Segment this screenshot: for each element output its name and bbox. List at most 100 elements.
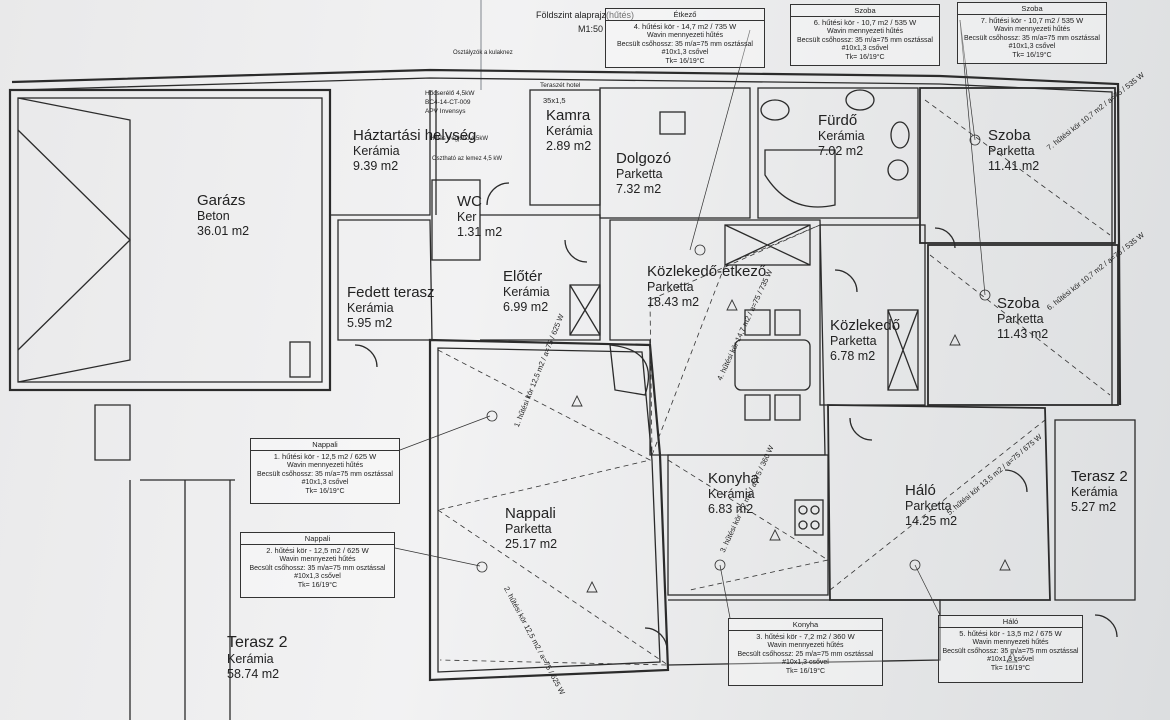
legend-line2: Becsült csőhossz: 35 m/a=75 mm osztással xyxy=(964,34,1100,42)
legend-line3: #10x1,3 csővel xyxy=(841,45,889,53)
room-kamra: Kamra Kerámia 2.89 m2 xyxy=(546,107,593,153)
room-material: Kerámia xyxy=(353,144,400,159)
room-area: 14.25 m2 xyxy=(905,513,958,528)
room-material: Kerámia xyxy=(347,301,394,316)
room-area: 58.74 m2 xyxy=(227,666,280,681)
room-fedett-terasz: Fedett terasz Kerámia 5.95 m2 xyxy=(347,284,435,330)
legend-circuit: 7. hűtési kör - 10,7 m2 / 535 W xyxy=(980,16,1084,26)
legend-line1: Wavin mennyezeti hűtés xyxy=(647,31,723,39)
legend-line4: Tk= 16/19°C xyxy=(297,582,338,589)
room-name: Fedett terasz xyxy=(347,284,435,301)
legend-room: Nappali xyxy=(241,534,394,546)
room-material: Kerámia xyxy=(546,124,593,139)
room-furdo: Fürdő Kerámia 7.02 m2 xyxy=(818,112,865,158)
room-material: Parketta xyxy=(616,167,663,182)
room-name: Terasz 2 xyxy=(227,634,288,651)
room-name: Dolgozó xyxy=(616,150,672,167)
room-name: Garázs xyxy=(197,192,246,209)
room-material: Kerámia xyxy=(503,285,550,300)
legend-line4: Tk= 16/19°C xyxy=(1012,52,1052,59)
legend-room: Étkező xyxy=(606,10,764,22)
legend-line3: #10x1,3 csővel xyxy=(661,49,709,57)
legend-line2: Becsült csőhossz: 35 m/a=75 mm osztással xyxy=(617,40,753,48)
legend-line1: Wavin mennyezeti hűtés xyxy=(767,641,844,649)
room-area: 25.17 m2 xyxy=(505,536,558,551)
room-name: Háló xyxy=(905,482,936,499)
room-name: Közlekedő-étkező xyxy=(647,263,767,280)
room-szoba1: Szoba Parketta 11.41 m2 xyxy=(988,127,1039,173)
room-area: 1.31 m2 xyxy=(457,224,503,239)
paper-seam xyxy=(480,0,482,90)
legend-line2: Becsült csőhossz: 35 m/a=75 mm osztással xyxy=(249,564,386,572)
room-material: Parketta xyxy=(997,312,1044,327)
legend-line4: Tk= 16/19°C xyxy=(305,488,345,495)
room-kozlekedo: Közlekedő Parketta 6.78 m2 xyxy=(830,317,900,363)
legend-line2: Becsült csőhossz: 25 m/a=75 mm osztással xyxy=(737,650,874,658)
terrace-door-label: Teraszét hotel xyxy=(540,82,581,89)
room-kozlekedo-etkezo: Közlekedő-étkező Parketta 18.43 m2 xyxy=(647,263,766,309)
legend-halo5: Háló 5. hűtési kör - 13,5 m2 / 675 W Wav… xyxy=(938,615,1083,683)
room-material: Parketta xyxy=(505,522,552,537)
legend-line2: Becsült csőhossz: 35 m/a=75 mm osztással xyxy=(942,647,1079,655)
legend-line4: Tk= 16/19°C xyxy=(665,58,705,65)
room-name: Szoba xyxy=(997,295,1040,312)
room-material: Beton xyxy=(197,209,230,224)
legend-line4: Tk= 16/19°C xyxy=(785,668,826,675)
room-area: 6.78 m2 xyxy=(830,348,876,363)
room-name: Előtér xyxy=(503,268,543,285)
plan-scale: M1:50 xyxy=(578,24,604,34)
legend-circuit: 3. hűtési kör - 7,2 m2 / 360 W xyxy=(756,632,855,642)
room-material: Parketta xyxy=(988,144,1035,159)
outer-label: Osztályzók a kulaknez xyxy=(453,50,513,56)
legend-line3: #10x1,3 csővel xyxy=(301,479,349,487)
legend-circuit: 6. hűtési kör - 10,7 m2 / 535 W xyxy=(813,18,917,28)
legend-line4: Tk= 16/19°C xyxy=(845,54,885,61)
room-area: 36.01 m2 xyxy=(197,223,250,238)
room-area: 9.39 m2 xyxy=(353,158,399,173)
room-eloter: Előtér Kerámia 6.99 m2 xyxy=(503,268,550,314)
legend-etkezo: Étkező 4. hűtési kör - 14,7 m2 / 735 W W… xyxy=(605,8,765,68)
room-wc: WC Ker 1.31 m2 xyxy=(457,193,502,239)
room-area: 2.89 m2 xyxy=(546,138,592,153)
outer-note: Osztható az lemez 4,5 kW xyxy=(432,156,503,162)
room-terasz2-left: Terasz 2 Kerámia 58.74 m2 xyxy=(227,634,287,681)
room-area: 7.32 m2 xyxy=(616,181,662,196)
room-konyha: Konyha Kerámia 6.83 m2 xyxy=(708,470,759,516)
room-material: Kerámia xyxy=(227,652,274,667)
legend-nappali2: Nappali 2. hűtési kör - 12,5 m2 / 625 W … xyxy=(240,532,395,598)
room-area: 7.02 m2 xyxy=(818,143,864,158)
legend-room: Nappali xyxy=(251,440,399,452)
legend-line2: Becsült csőhossz: 35 m/a=75 mm osztással xyxy=(797,36,933,44)
room-area: 5.95 m2 xyxy=(347,315,393,330)
room-garazs: Garázs Beton 36.01 m2 xyxy=(197,192,249,238)
legend-line1: Wavin mennyezeti hűtés xyxy=(279,555,356,563)
legend-line3: #10x1,3 csővel xyxy=(294,573,341,581)
room-material: Kerámia xyxy=(708,487,755,502)
room-area: 5.27 m2 xyxy=(1071,499,1117,514)
room-name: Háztartási helység xyxy=(353,127,477,144)
room-name: Konyha xyxy=(708,470,759,487)
room-dolgozo: Dolgozó Parketta 7.32 m2 xyxy=(616,150,671,196)
legend-room: Konyha xyxy=(729,620,882,632)
room-nappali: Nappali Parketta 25.17 m2 xyxy=(505,505,557,551)
room-area: 11.41 m2 xyxy=(988,158,1040,173)
room-name: Kamra xyxy=(546,107,591,124)
legend-line3: #10x1,3 csővel xyxy=(782,659,829,667)
legend-line2: Becsült csőhossz: 35 m/a=75 mm osztással xyxy=(257,470,393,478)
legend-szoba7: Szoba 7. hűtési kör - 10,7 m2 / 535 W Wa… xyxy=(957,2,1107,64)
legend-line1: Wavin mennyezeti hűtés xyxy=(287,461,363,469)
room-terasz2-right: Terasz 2 Kerámia 5.27 m2 xyxy=(1071,468,1128,514)
legend-circuit: 1. hűtési kör - 12,5 m2 / 625 W xyxy=(273,452,377,462)
room-material: Parketta xyxy=(830,334,877,349)
legend-line4: Tk= 16/19°C xyxy=(990,665,1031,672)
room-halo: Háló Parketta 14.25 m2 xyxy=(905,482,957,528)
legend-konyha3: Konyha 3. hűtési kör - 7,2 m2 / 360 W Wa… xyxy=(728,618,883,686)
legend-line3: #10x1,3 csővel xyxy=(987,656,1034,664)
room-name: Nappali xyxy=(505,505,556,522)
legend-circuit: 4. hűtési kör - 14,7 m2 / 735 W xyxy=(633,22,737,32)
room-material: Kerámia xyxy=(818,129,865,144)
legend-line1: Wavin mennyezeti hűtés xyxy=(994,25,1070,33)
room-material: Parketta xyxy=(905,499,952,514)
legend-nappali1: Nappali 1. hűtési kör - 12,5 m2 / 625 W … xyxy=(250,438,400,504)
